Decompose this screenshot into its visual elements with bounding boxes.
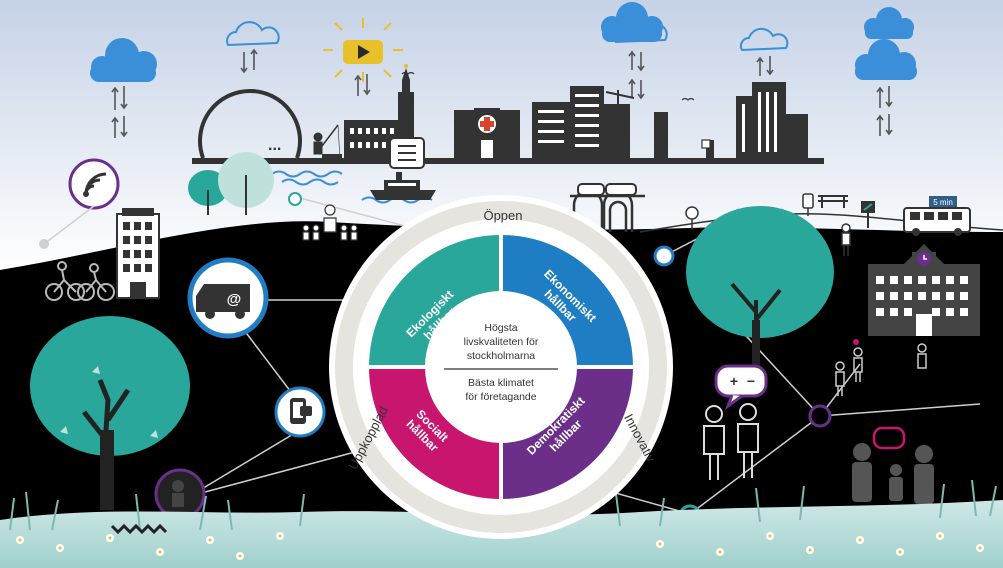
segment-social bbox=[369, 367, 501, 499]
parking-meter bbox=[802, 193, 814, 216]
daisy-centers bbox=[18, 534, 982, 558]
segment-democratic bbox=[501, 367, 633, 499]
ring-label-top: Öppen bbox=[483, 208, 522, 223]
center-text-line4: Bästa klimatet bbox=[468, 377, 534, 389]
node-ring bbox=[808, 404, 832, 428]
bus-sign bbox=[929, 196, 957, 207]
segment-dividers bbox=[367, 233, 635, 501]
fisherman bbox=[313, 124, 341, 161]
tree-icon bbox=[188, 152, 274, 215]
office-windows bbox=[538, 92, 777, 152]
tree-roots bbox=[110, 523, 168, 535]
crane bbox=[605, 90, 635, 104]
cloud-icon bbox=[90, 38, 157, 82]
center-text-line3: stockholmarna bbox=[467, 350, 535, 362]
cloud-icon bbox=[739, 27, 789, 52]
arena-dome bbox=[198, 89, 302, 159]
sun-icon bbox=[323, 18, 403, 82]
wifi-circle bbox=[68, 158, 120, 210]
server-lines bbox=[398, 145, 416, 161]
people-talking bbox=[703, 403, 759, 480]
balloon bbox=[853, 339, 859, 345]
tree-icon bbox=[686, 206, 834, 380]
node-dot bbox=[39, 239, 49, 249]
office-tower-windows bbox=[123, 222, 152, 298]
cloud-icon bbox=[855, 39, 917, 80]
bench bbox=[818, 195, 848, 208]
pier bbox=[322, 154, 342, 158]
chat-icon bbox=[714, 364, 768, 398]
arena-dots: ... bbox=[268, 137, 281, 154]
kids-group bbox=[302, 204, 358, 241]
van-icon bbox=[196, 284, 250, 319]
node-ring bbox=[653, 245, 675, 267]
tree-icon bbox=[30, 316, 190, 510]
data-arrows bbox=[111, 48, 893, 138]
play-icon bbox=[358, 45, 370, 59]
small-sign bbox=[701, 139, 711, 149]
phone-icon bbox=[290, 398, 312, 424]
wifi-dot bbox=[83, 191, 89, 197]
chat-tail bbox=[724, 394, 743, 411]
people-small bbox=[835, 343, 927, 396]
cloud-icon bbox=[226, 21, 280, 47]
hospital-icon bbox=[454, 108, 520, 158]
bus-icon bbox=[903, 207, 971, 236]
calc-minus: − bbox=[747, 373, 755, 389]
outer-ring bbox=[335, 201, 667, 533]
calc-plus: + bbox=[730, 373, 738, 389]
school-door bbox=[916, 314, 932, 336]
segment-ecological bbox=[369, 235, 501, 367]
person-icon bbox=[172, 480, 184, 507]
center-text-line2: livskvaliteten för bbox=[464, 336, 539, 348]
center-text-line5: för företagande bbox=[465, 391, 536, 403]
family-silhouette bbox=[852, 443, 934, 504]
bicycle-icon bbox=[45, 261, 115, 301]
skyline-ground bbox=[192, 158, 824, 164]
cloud-icon bbox=[864, 7, 914, 39]
bus-sign-text: 5 min bbox=[933, 198, 953, 207]
chat-icon bbox=[872, 426, 906, 450]
bus-stop-sign bbox=[861, 201, 875, 228]
tram-stop-sign bbox=[685, 206, 699, 230]
clock-hands bbox=[923, 255, 927, 260]
segment-economic bbox=[501, 235, 633, 367]
center-text-line1: Högsta bbox=[484, 322, 517, 334]
birds bbox=[401, 71, 695, 101]
person-standing bbox=[841, 223, 851, 256]
school-windows bbox=[876, 276, 968, 316]
boat-icon bbox=[370, 172, 436, 200]
grass-blades bbox=[9, 479, 997, 531]
node-ring bbox=[288, 192, 302, 206]
center-circle bbox=[427, 293, 575, 441]
cloud-icon bbox=[601, 2, 663, 42]
email-at-icon: @ bbox=[227, 291, 242, 308]
train-icon bbox=[577, 183, 637, 196]
